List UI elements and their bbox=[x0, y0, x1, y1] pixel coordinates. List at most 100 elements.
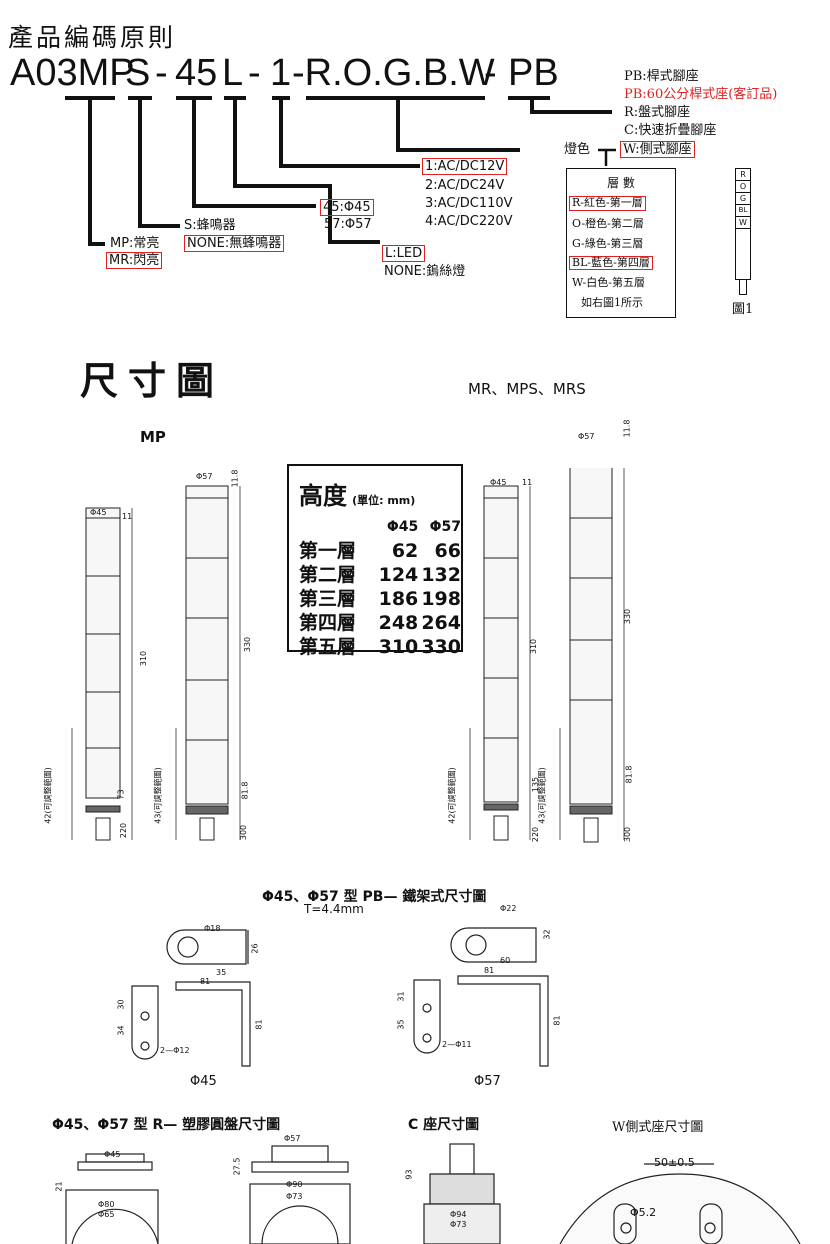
layer-item-bl: BL-藍色-第四層 bbox=[569, 255, 653, 271]
tower2-pole: 300 bbox=[239, 824, 249, 841]
tower1-height: 310 bbox=[139, 650, 149, 667]
tower2-adjust: 43(可調整範圍) bbox=[153, 767, 163, 824]
tower3-diameter: Φ45 bbox=[490, 478, 507, 487]
tower2-top: 11.8 bbox=[230, 469, 240, 488]
tower3-adjust: 42(可調整範圍) bbox=[447, 767, 457, 824]
buzzer-option-none: NONE:無蜂鳴器 bbox=[184, 235, 285, 252]
height-table-title: 高度 bbox=[299, 482, 347, 510]
layer-item-o: O-橙色-第二層 bbox=[572, 216, 644, 230]
tower3-pole: 220 bbox=[531, 826, 541, 843]
c-base-title: C 座尺寸圖 bbox=[408, 1117, 480, 1133]
diameter-option-45: 45:Φ45 bbox=[320, 199, 374, 216]
r-right-top: Φ57 bbox=[284, 1134, 301, 1143]
group-label-mp: MP bbox=[140, 428, 166, 446]
tower-drawings bbox=[71, 468, 625, 843]
diameter-option-57: 57:Φ57 bbox=[324, 217, 372, 232]
voltage-option-2: 2:AC/DC24V bbox=[425, 178, 505, 193]
bracket-right-v1: 31 bbox=[396, 991, 406, 1002]
mode-option-mr: MR:閃亮 bbox=[106, 252, 163, 269]
bracket-right-caption: Φ57 bbox=[474, 1074, 501, 1089]
layer-item-r: R-紅色-第一層 bbox=[569, 196, 646, 211]
base-option-r: R:盤式腳座 bbox=[624, 105, 691, 120]
code-segment-voltage: 1 bbox=[270, 52, 292, 94]
c-d1: Φ94 bbox=[450, 1210, 467, 1219]
code-segment-series: A03MP bbox=[10, 52, 135, 94]
tower4-adjust: 43(可調整範圍) bbox=[537, 767, 547, 824]
tower4-top: 11.8 bbox=[622, 419, 632, 438]
figure1-layer-g: G bbox=[735, 193, 751, 205]
tower1-adjust: 42(可調整範圍) bbox=[43, 767, 53, 824]
r-right-h: 27.5 bbox=[232, 1157, 242, 1176]
figure1-caption: 圖1 bbox=[732, 302, 754, 317]
code-segment-dash: - bbox=[484, 52, 497, 94]
bracket-left-holes: 2—Φ12 bbox=[160, 1046, 190, 1055]
code-connector-lines bbox=[65, 96, 616, 246]
bracket-right-holes: 2—Φ11 bbox=[442, 1040, 472, 1049]
voltage-option-4: 4:AC/DC220V bbox=[425, 214, 513, 229]
bracket-left-v1: 30 bbox=[116, 999, 126, 1010]
bracket-right-v2: 35 bbox=[396, 1019, 406, 1030]
c-height: 93 bbox=[404, 1169, 414, 1180]
figure1-layer-o: O bbox=[735, 181, 751, 193]
figure1-layer-r: R bbox=[735, 168, 751, 181]
layers-box: 層 數 R-紅色-第一層 O-橙色-第二層 G-綠色-第三層 BL-藍色-第四層… bbox=[566, 168, 676, 318]
bracket-left-w1: 35 bbox=[216, 968, 227, 977]
tower2-lower: 81.8 bbox=[240, 781, 250, 800]
w-width: 50±0.5 bbox=[654, 1156, 695, 1169]
voltage-option-1: 1:AC/DC12V bbox=[422, 158, 508, 175]
buzzer-option-s: S:蜂鳴器 bbox=[184, 218, 236, 233]
r-left-d1: Φ80 bbox=[98, 1200, 115, 1209]
layers-title: 層 數 bbox=[607, 176, 635, 190]
tower1-top: 11 bbox=[122, 512, 133, 521]
base-option-c: C:快速折疊腳座 bbox=[624, 123, 717, 138]
r-right-d2: Φ73 bbox=[286, 1192, 303, 1201]
code-segment-dash: - bbox=[155, 52, 168, 94]
base-option-w: W:側式腳座 bbox=[620, 141, 695, 158]
code-segment-base: PB bbox=[508, 52, 559, 94]
tower4-diameter: Φ57 bbox=[578, 432, 595, 441]
figure1-layer-w: W bbox=[735, 217, 751, 229]
bracket-right-side: 81 bbox=[552, 1015, 562, 1026]
bracket-left-v2: 34 bbox=[116, 1025, 126, 1036]
tower1-diameter: Φ45 bbox=[90, 508, 107, 517]
height-table-col-45: Φ45 bbox=[386, 519, 419, 535]
layer-item-w: W-白色-第五層 bbox=[572, 276, 645, 290]
lamp-option-led: L:LED bbox=[382, 245, 426, 262]
bracket-thickness: T=4.4mm bbox=[304, 902, 364, 916]
r-left-h: 21 bbox=[54, 1181, 64, 1192]
code-segment-lamp: L bbox=[222, 52, 244, 94]
bracket-right-h: 32 bbox=[542, 929, 552, 940]
base-option-pb60: PB:60公分桿式座(客訂品) bbox=[624, 87, 778, 102]
height-table-col-57: Φ57 bbox=[429, 519, 461, 535]
base-option-pb: PB:桿式腳座 bbox=[624, 69, 699, 84]
bracket-drawings bbox=[131, 927, 549, 1067]
tower1-lower: 73 bbox=[116, 789, 126, 800]
bracket-left-side: 81 bbox=[254, 1019, 264, 1030]
tower4-pole: 300 bbox=[623, 826, 633, 843]
bracket-left-h: 26 bbox=[250, 943, 260, 954]
page-title: 產品編碼原則 bbox=[8, 23, 177, 52]
bracket-left-caption: Φ45 bbox=[190, 1074, 217, 1089]
tower3-height: 310 bbox=[529, 638, 539, 655]
code-segment-diameter: 45 bbox=[175, 52, 218, 94]
group-label-mr-mps-mrs: MR、MPS、MRS bbox=[468, 380, 586, 398]
tower1-pole: 220 bbox=[119, 822, 129, 839]
bracket-right-hole: Φ22 bbox=[500, 904, 517, 913]
figure1-tower: R O G BL W bbox=[735, 168, 751, 295]
code-segment-colors: -R.O.G.B.W bbox=[292, 52, 495, 94]
bracket-left-w2: 81 bbox=[200, 977, 211, 986]
base-drawings bbox=[65, 1143, 801, 1244]
w-hole: Φ5.2 bbox=[630, 1206, 657, 1219]
tower4-height: 330 bbox=[623, 608, 633, 625]
layer-item-g: G-綠色-第三層 bbox=[572, 236, 644, 250]
bracket-left-hole: Φ18 bbox=[204, 924, 221, 933]
bracket-right-w1: 60 bbox=[500, 956, 511, 965]
r-right-d1: Φ90 bbox=[286, 1180, 303, 1189]
mode-option-mp: MP:常亮 bbox=[110, 236, 160, 251]
figure1-layer-bl: BL bbox=[735, 205, 751, 217]
